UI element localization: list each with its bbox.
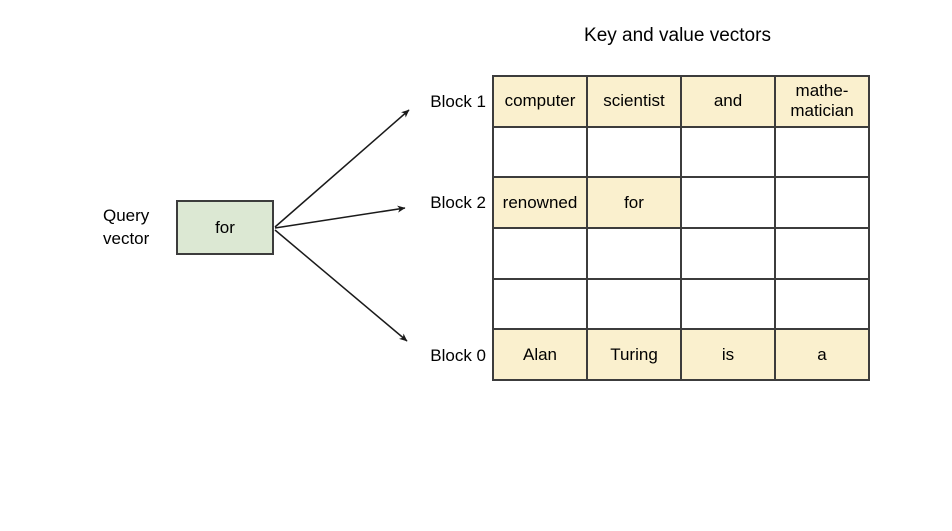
table-row-empty bbox=[492, 226, 870, 280]
table-row-block1: computer scientist and mathe- matician bbox=[492, 75, 870, 128]
table-row-empty bbox=[492, 277, 870, 331]
table-row-block2: renowned for bbox=[492, 176, 870, 229]
kv-cell bbox=[680, 226, 776, 280]
kv-cell bbox=[586, 226, 682, 280]
block-2-label: Block 2 bbox=[430, 193, 486, 212]
kv-cell: is bbox=[680, 328, 776, 381]
kv-cell bbox=[774, 277, 870, 331]
kv-table-title: Key and value vectors bbox=[584, 25, 771, 46]
kv-cell: for bbox=[586, 176, 682, 229]
arrow-to-block2 bbox=[274, 205, 406, 229]
kv-cell bbox=[586, 277, 682, 331]
kv-cell bbox=[586, 125, 682, 179]
block-1-label: Block 1 bbox=[430, 92, 486, 111]
block-0-label: Block 0 bbox=[430, 346, 486, 365]
query-token-box: for bbox=[176, 200, 274, 255]
table-row-block0: Alan Turing is a bbox=[492, 328, 870, 381]
kv-cell bbox=[774, 226, 870, 280]
kv-cell: Turing bbox=[586, 328, 682, 381]
arrow-to-block1 bbox=[274, 109, 410, 228]
table-row-empty bbox=[492, 125, 870, 179]
kv-cell bbox=[492, 277, 588, 331]
kv-cell bbox=[680, 176, 776, 229]
kv-cell bbox=[680, 125, 776, 179]
query-token-text: for bbox=[215, 217, 235, 237]
kv-cell bbox=[774, 125, 870, 179]
kv-cell: renowned bbox=[492, 176, 588, 229]
kv-cell bbox=[492, 125, 588, 179]
kv-cell bbox=[774, 176, 870, 229]
query-vector-label: Query vector bbox=[103, 206, 150, 248]
arrow-to-block0 bbox=[274, 229, 408, 342]
kv-cell: and bbox=[680, 75, 776, 128]
kv-cell: Alan bbox=[492, 328, 588, 381]
kv-cell: scientist bbox=[586, 75, 682, 128]
kv-cell bbox=[680, 277, 776, 331]
kv-cell: computer bbox=[492, 75, 588, 128]
kv-cell bbox=[492, 226, 588, 280]
key-value-table: computer scientist and mathe- matician r… bbox=[492, 75, 870, 381]
kv-cell: mathe- matician bbox=[774, 75, 870, 128]
kv-cell: a bbox=[774, 328, 870, 381]
